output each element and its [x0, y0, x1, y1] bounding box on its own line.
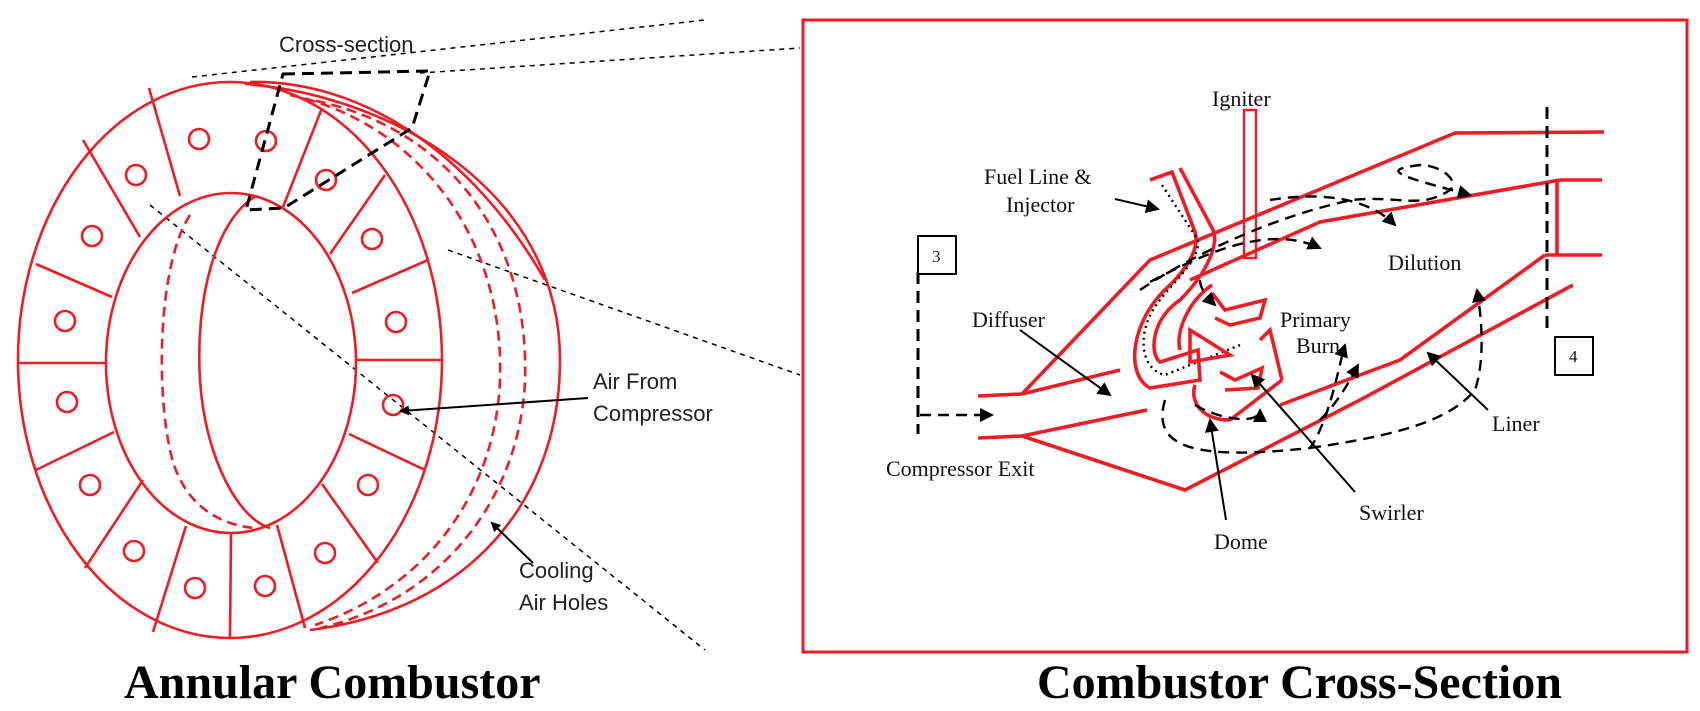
injector-hole — [381, 393, 405, 417]
injector-hole — [356, 473, 380, 497]
swirler-upper — [1210, 291, 1268, 327]
diffuser-leader — [1019, 329, 1112, 397]
injector-hole — [55, 390, 79, 414]
swirler-body — [1188, 326, 1284, 381]
cross-section-caption: Combustor Cross-Section — [1037, 656, 1562, 709]
air-label-line1: Air From — [593, 369, 677, 394]
dome-leader — [1204, 418, 1227, 521]
cross-section-marker — [244, 69, 433, 212]
station-3-box — [917, 235, 957, 275]
fuel-line-label-2: Injector — [1006, 192, 1075, 217]
injector-hole — [122, 539, 146, 563]
diffuser-label: Diffuser — [972, 307, 1046, 332]
fuel-line-leader — [1114, 198, 1160, 214]
injector-hole — [187, 127, 211, 151]
injector-hole — [384, 310, 408, 334]
exit-duct — [1545, 178, 1602, 257]
diffuser-wall-bottom — [977, 408, 1148, 440]
airflow-paths — [920, 163, 1486, 454]
cross-section-label: Cross-section — [279, 32, 413, 57]
casing-side-edge — [249, 80, 547, 281]
liner-bottom — [1279, 253, 1547, 407]
compressor-exit-label: Compressor Exit — [886, 456, 1035, 481]
diffuser-wall-top — [977, 368, 1121, 398]
injector-hole — [314, 168, 338, 192]
cooling-label-line2: Air Holes — [519, 590, 608, 615]
dome — [1177, 283, 1284, 422]
fuel-path — [1142, 184, 1241, 377]
cooling-arrow — [490, 521, 534, 564]
section-line-diagonal — [149, 204, 706, 651]
injector-hole — [53, 309, 77, 333]
swirler-label: Swirler — [1359, 500, 1424, 525]
injector-hole — [124, 163, 148, 187]
cross-section-panel: 3 4 Igniter Fuel Line & Injector Diffuse… — [801, 18, 1689, 709]
igniter-label: Igniter — [1212, 86, 1271, 111]
injector-hole — [80, 224, 104, 248]
outer-casing-back — [244, 82, 562, 632]
air-label-line2: Compressor — [593, 401, 713, 426]
annular-combustor-caption: Annular Combustor — [124, 656, 541, 709]
station-3-label: 3 — [932, 247, 941, 266]
injector-hole — [183, 576, 207, 600]
liner-dashed-inner — [289, 93, 502, 627]
igniter-rod — [1242, 108, 1258, 260]
injector-hole — [253, 574, 277, 598]
cooling-label-line1: Cooling — [519, 558, 594, 583]
inner-hub-dashed — [160, 214, 256, 530]
liner-top — [1189, 178, 1561, 282]
outer-casing-bottom — [1021, 283, 1574, 492]
liner-label: Liner — [1492, 411, 1540, 436]
station-4-label: 4 — [1569, 347, 1578, 366]
section-line-top-b — [419, 47, 801, 74]
injector-hole — [313, 541, 337, 565]
station-4-box — [1554, 336, 1594, 376]
inner-hub-edge — [198, 194, 271, 530]
injector-hole — [360, 227, 384, 251]
liner-leader — [1426, 351, 1489, 411]
annular-combustor-drawing: Cross-section Air From Compressor Coolin… — [16, 19, 801, 709]
dilution-label: Dilution — [1388, 250, 1461, 275]
swirler-leader — [1250, 373, 1356, 493]
injector-holes — [53, 127, 408, 600]
injector-hole — [78, 473, 102, 497]
cross-section-frame — [801, 18, 1689, 654]
dome-label: Dome — [1214, 529, 1268, 554]
section-line-top-a — [191, 19, 706, 78]
fuel-line-label-1: Fuel Line & — [984, 164, 1092, 189]
air-arrow — [399, 397, 589, 416]
outer-casing-top — [1020, 130, 1605, 396]
inner-front-ring — [104, 191, 358, 535]
primary-burn-label-1: Primary — [1280, 307, 1351, 332]
radial-dividers — [19, 87, 441, 639]
primary-burn-label-2: Burn — [1296, 333, 1340, 358]
swirler-lower — [1219, 364, 1265, 392]
liner-dashed-outer — [299, 96, 527, 630]
fuel-line-body — [1132, 167, 1217, 390]
section-line-mid — [447, 249, 801, 376]
